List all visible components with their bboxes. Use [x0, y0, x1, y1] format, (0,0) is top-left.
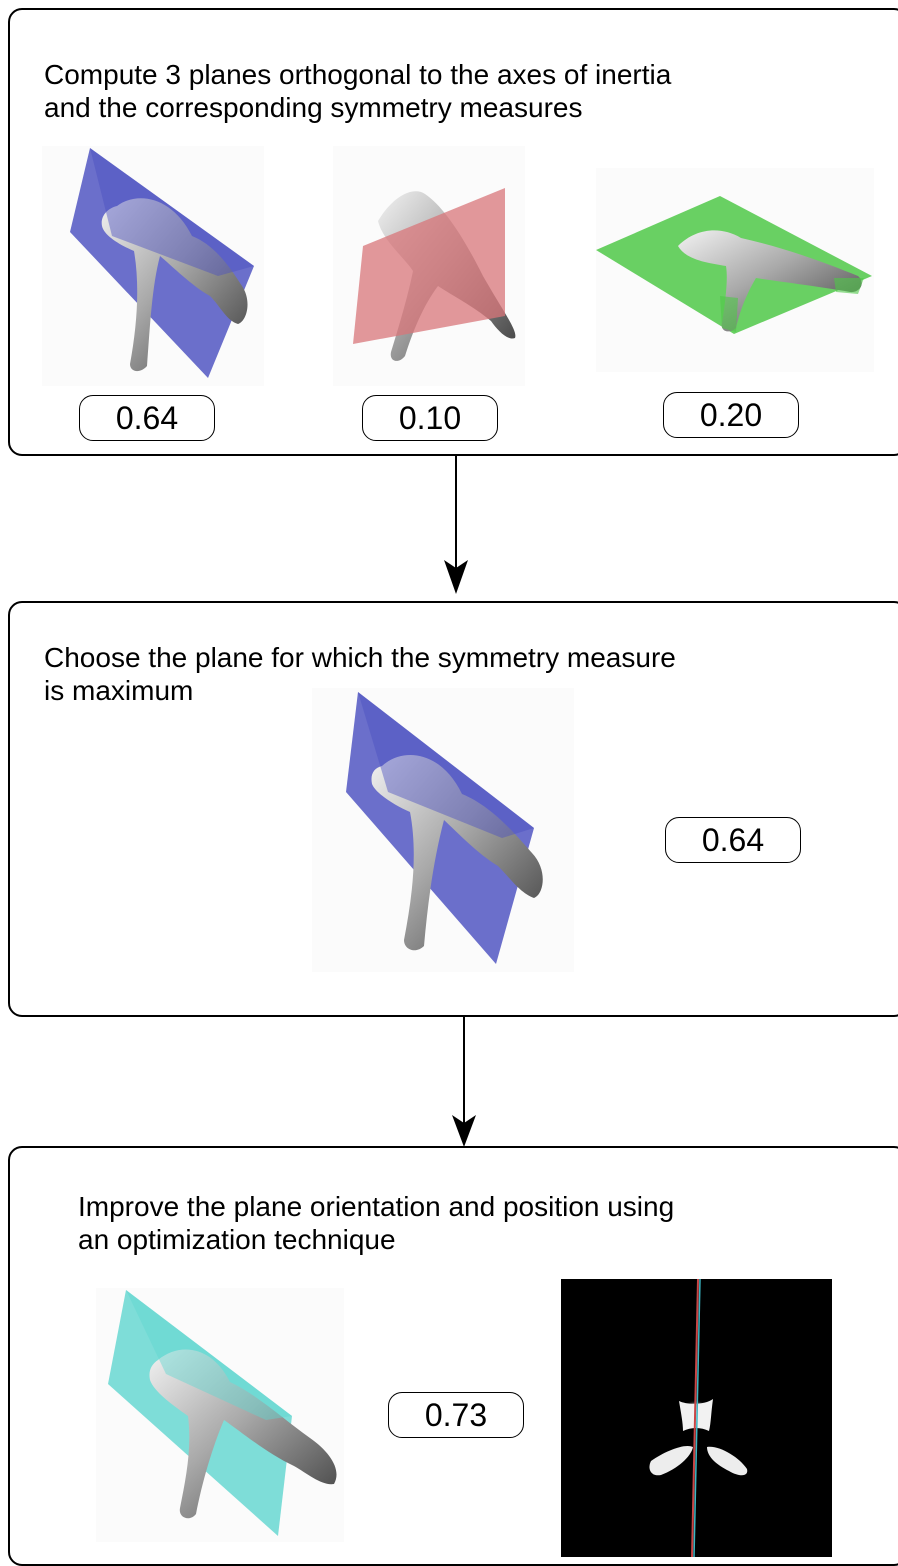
symmetry-plane-figure-1 [42, 146, 264, 386]
symmetry-plane-figure-2 [333, 146, 525, 386]
optimized-symmetry-score-box: 0.73 [388, 1392, 524, 1438]
bone-shape [101, 198, 248, 372]
optimized-plane-figure [96, 1288, 344, 1542]
selected-plane-figure [312, 688, 574, 972]
slice-blob-left [649, 1445, 693, 1476]
slice-blob-right [707, 1446, 748, 1476]
bone-shape [149, 1349, 337, 1519]
step-2-title: Choose the plane for which the symmetry … [44, 642, 676, 706]
bone-shape [371, 754, 543, 951]
symmetry-plane-figure-3 [596, 168, 874, 372]
bone-shape [678, 230, 862, 332]
flow-arrow-1 [444, 456, 468, 594]
symmetry-score-3: 0.20 [663, 392, 799, 438]
symmetry-score-1: 0.64 [79, 395, 215, 441]
step-3-title: Improve the plane orientation and positi… [78, 1191, 675, 1255]
symmetry-plane [353, 188, 505, 344]
selected-symmetry-score: 0.64 [665, 817, 801, 863]
symmetry-line-red [691, 1279, 699, 1557]
symmetry-score-2: 0.10 [362, 395, 498, 441]
flow-arrow-2 [452, 1017, 476, 1147]
step-1-title: Compute 3 planes orthogonal to the axes … [44, 59, 672, 123]
symmetry-line-cyan [693, 1279, 701, 1557]
symmetry-plane [70, 148, 254, 378]
slice-image [561, 1279, 832, 1557]
